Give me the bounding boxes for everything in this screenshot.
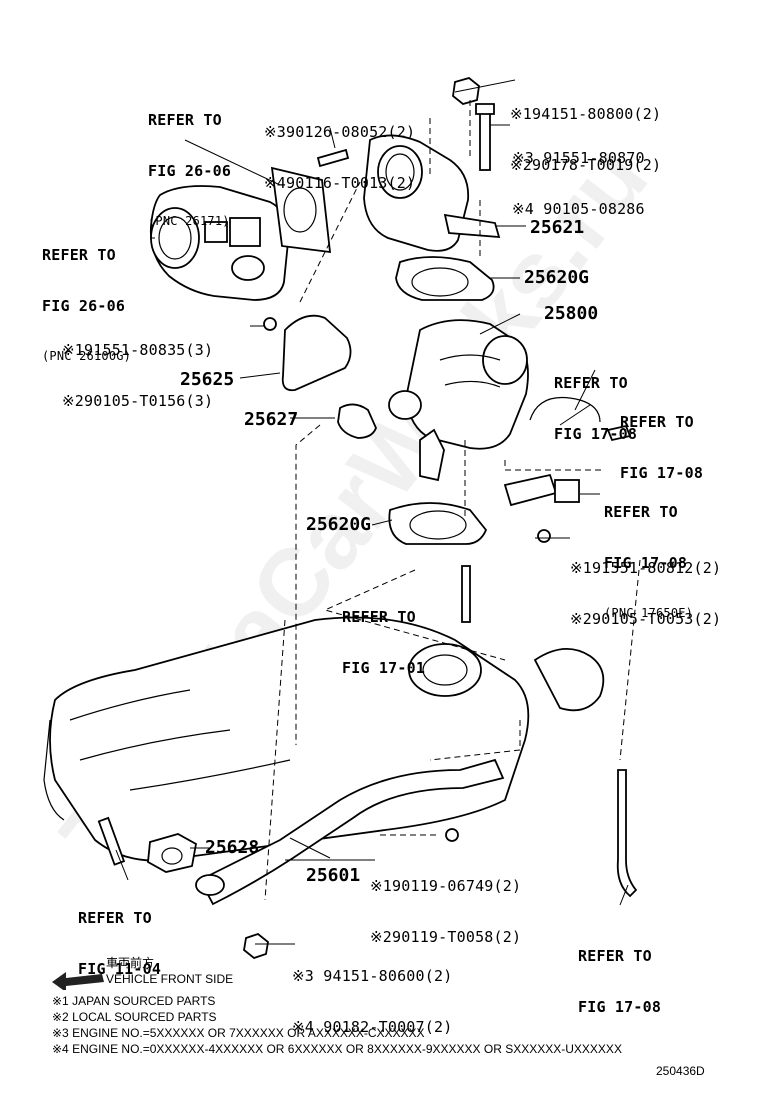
front-arrow-icon	[52, 972, 104, 990]
note-4: ※4 ENGINE NO.=0XXXXXX-4XXXXXX OR 6XXXXXX…	[52, 1042, 622, 1056]
refer-line1: REFER TO	[78, 909, 152, 927]
refer-line1: REFER TO	[620, 413, 694, 431]
refer-line1: REFER TO	[554, 374, 628, 392]
callout-91551-80835: ※191551-80835(3) ※290105-T0156(3)	[62, 308, 213, 444]
refer-fig-17-08-c: REFER TO FIG 17-08 (PNC 17650E)	[604, 470, 693, 655]
part-number-25601: 25601	[306, 865, 361, 886]
refer-line1: REFER TO	[42, 246, 116, 264]
refer-line2: FIG 26-06	[148, 162, 232, 180]
gasket-25627-drawing	[337, 403, 377, 439]
callout-90126: ※390126-08052(2) ※490116-T0013(2)	[264, 90, 415, 226]
stud-bolt-drawing	[316, 148, 350, 168]
refer-fig-26-06-a: REFER TO FIG 26-06 (PNC 26171)	[148, 78, 231, 263]
callout-line1: ※3 94151-80600(2)	[292, 967, 453, 985]
refer-line2: FIG 17-08	[554, 425, 638, 443]
nut-94151-drawing	[452, 77, 480, 105]
refer-line2: FIG 11-04	[78, 960, 162, 978]
sensor-17650e-drawing	[503, 473, 580, 507]
refer-pnc: (PNC 26100G)	[42, 349, 132, 363]
callout-line1: ※194151-80800(2)	[510, 105, 662, 123]
refer-line2: FIG 17-01	[342, 659, 426, 677]
refer-fig-17-08-a: REFER TO FIG 17-08	[554, 341, 637, 477]
gasket-26171-drawing	[270, 166, 332, 254]
refer-line1: REFER TO	[342, 608, 416, 626]
callout-line1: ※191551-80812(2)	[570, 559, 722, 577]
part-number-25627: 25627	[244, 409, 299, 430]
vehicle-front-jp: 車両前方	[106, 956, 155, 970]
callout-line1: ※3 91551-80870	[512, 149, 645, 167]
refer-pnc: (PNC 17650E)	[604, 606, 694, 620]
egr-elbow-drawing	[363, 134, 501, 252]
bolt-91551-80812-drawing	[537, 529, 551, 543]
callout-line1: ※390126-08052(2)	[264, 123, 416, 141]
refer-line1: REFER TO	[604, 503, 678, 521]
bolt-90119-drawing	[445, 828, 459, 842]
intake-manifold-drawing	[43, 616, 605, 862]
callout-94151-80800: ※194151-80800(2) ※290178-T0019(2)	[510, 72, 661, 208]
throttle-body-drawing	[149, 185, 290, 301]
vehicle-front-en: VEHICLE FRONT SIDE	[106, 972, 234, 986]
callout-94151-80600: ※3 94151-80600(2) ※4 90182-T0007(2)	[292, 934, 452, 1070]
callout-line2: ※4 90182-T0007(2)	[292, 1018, 453, 1036]
bracket-25625-drawing	[281, 314, 352, 392]
vacuum-hose-bottom-drawing	[616, 769, 638, 898]
part-number-25621: 25621	[530, 217, 585, 238]
note-1: ※1 JAPAN SOURCED PARTS	[52, 994, 216, 1008]
egr-valve-25800-drawing	[388, 319, 529, 482]
callout-91551-80812: ※191551-80812(2) ※290105-T0053(2)	[570, 526, 721, 662]
callout-line1: ※191551-80835(3)	[62, 341, 214, 359]
refer-fig-11-04: REFER TO FIG 11-04	[78, 876, 161, 1012]
gasket-25628-drawing	[147, 833, 198, 873]
refer-line1: REFER TO	[578, 947, 652, 965]
bolt-91551-80835-drawing	[263, 317, 277, 331]
bolt-91551-80870-drawing	[475, 103, 495, 171]
refer-fig-17-08-d: REFER TO FIG 17-08	[578, 914, 661, 1050]
refer-fig-26-06-b: REFER TO FIG 26-06 (PNC 26100G)	[42, 213, 131, 398]
hose-clip-drawing	[606, 424, 632, 442]
refer-line2: FIG 17-08	[578, 998, 662, 1016]
nut-94151-80600-drawing	[243, 932, 269, 960]
part-number-25620g-top: 25620G	[524, 267, 590, 288]
callout-90119: ※190119-06749(2) ※290119-T0058(2)	[370, 844, 521, 980]
gasket-25620g-bottom-drawing	[388, 502, 488, 545]
callout-line2: ※490116-T0013(2)	[264, 174, 416, 192]
callout-91551-80870: ※3 91551-80870 ※4 90105-08286	[512, 116, 645, 252]
callout-line2: ※290178-T0019(2)	[510, 156, 662, 174]
refer-line1: REFER TO	[148, 111, 222, 129]
part-number-25628: 25628	[205, 837, 260, 858]
callout-line2: ※4 90105-08286	[512, 200, 645, 218]
part-number-25620g-bottom: 25620G	[306, 514, 372, 535]
callout-line2: ※290105-T0053(2)	[570, 610, 722, 628]
refer-line2: FIG 17-08	[604, 554, 688, 572]
refer-line2: FIG 17-08	[620, 464, 704, 482]
callout-line2: ※290105-T0156(3)	[62, 392, 214, 410]
note-2: ※2 LOCAL SOURCED PARTS	[52, 1010, 217, 1024]
callout-line1: ※190119-06749(2)	[370, 877, 522, 895]
stud-17-01-drawing	[461, 565, 471, 623]
gasket-25620g-top-drawing	[395, 256, 495, 301]
note-3: ※3 ENGINE NO.=5XXXXXX OR 7XXXXXX OR AXXX…	[52, 1026, 425, 1040]
refer-fig-17-01: REFER TO FIG 17-01	[342, 575, 425, 711]
callout-line2: ※290119-T0058(2)	[370, 928, 522, 946]
drawing-number: 250436D	[656, 1064, 705, 1078]
refer-line2: FIG 26-06	[42, 297, 126, 315]
egr-pipe-25601-drawing	[198, 758, 505, 906]
part-number-25625: 25625	[180, 369, 235, 390]
refer-pnc: (PNC 26171)	[148, 214, 230, 228]
part-number-25800: 25800	[544, 303, 599, 324]
refer-fig-17-08-b: REFER TO FIG 17-08	[620, 380, 703, 516]
